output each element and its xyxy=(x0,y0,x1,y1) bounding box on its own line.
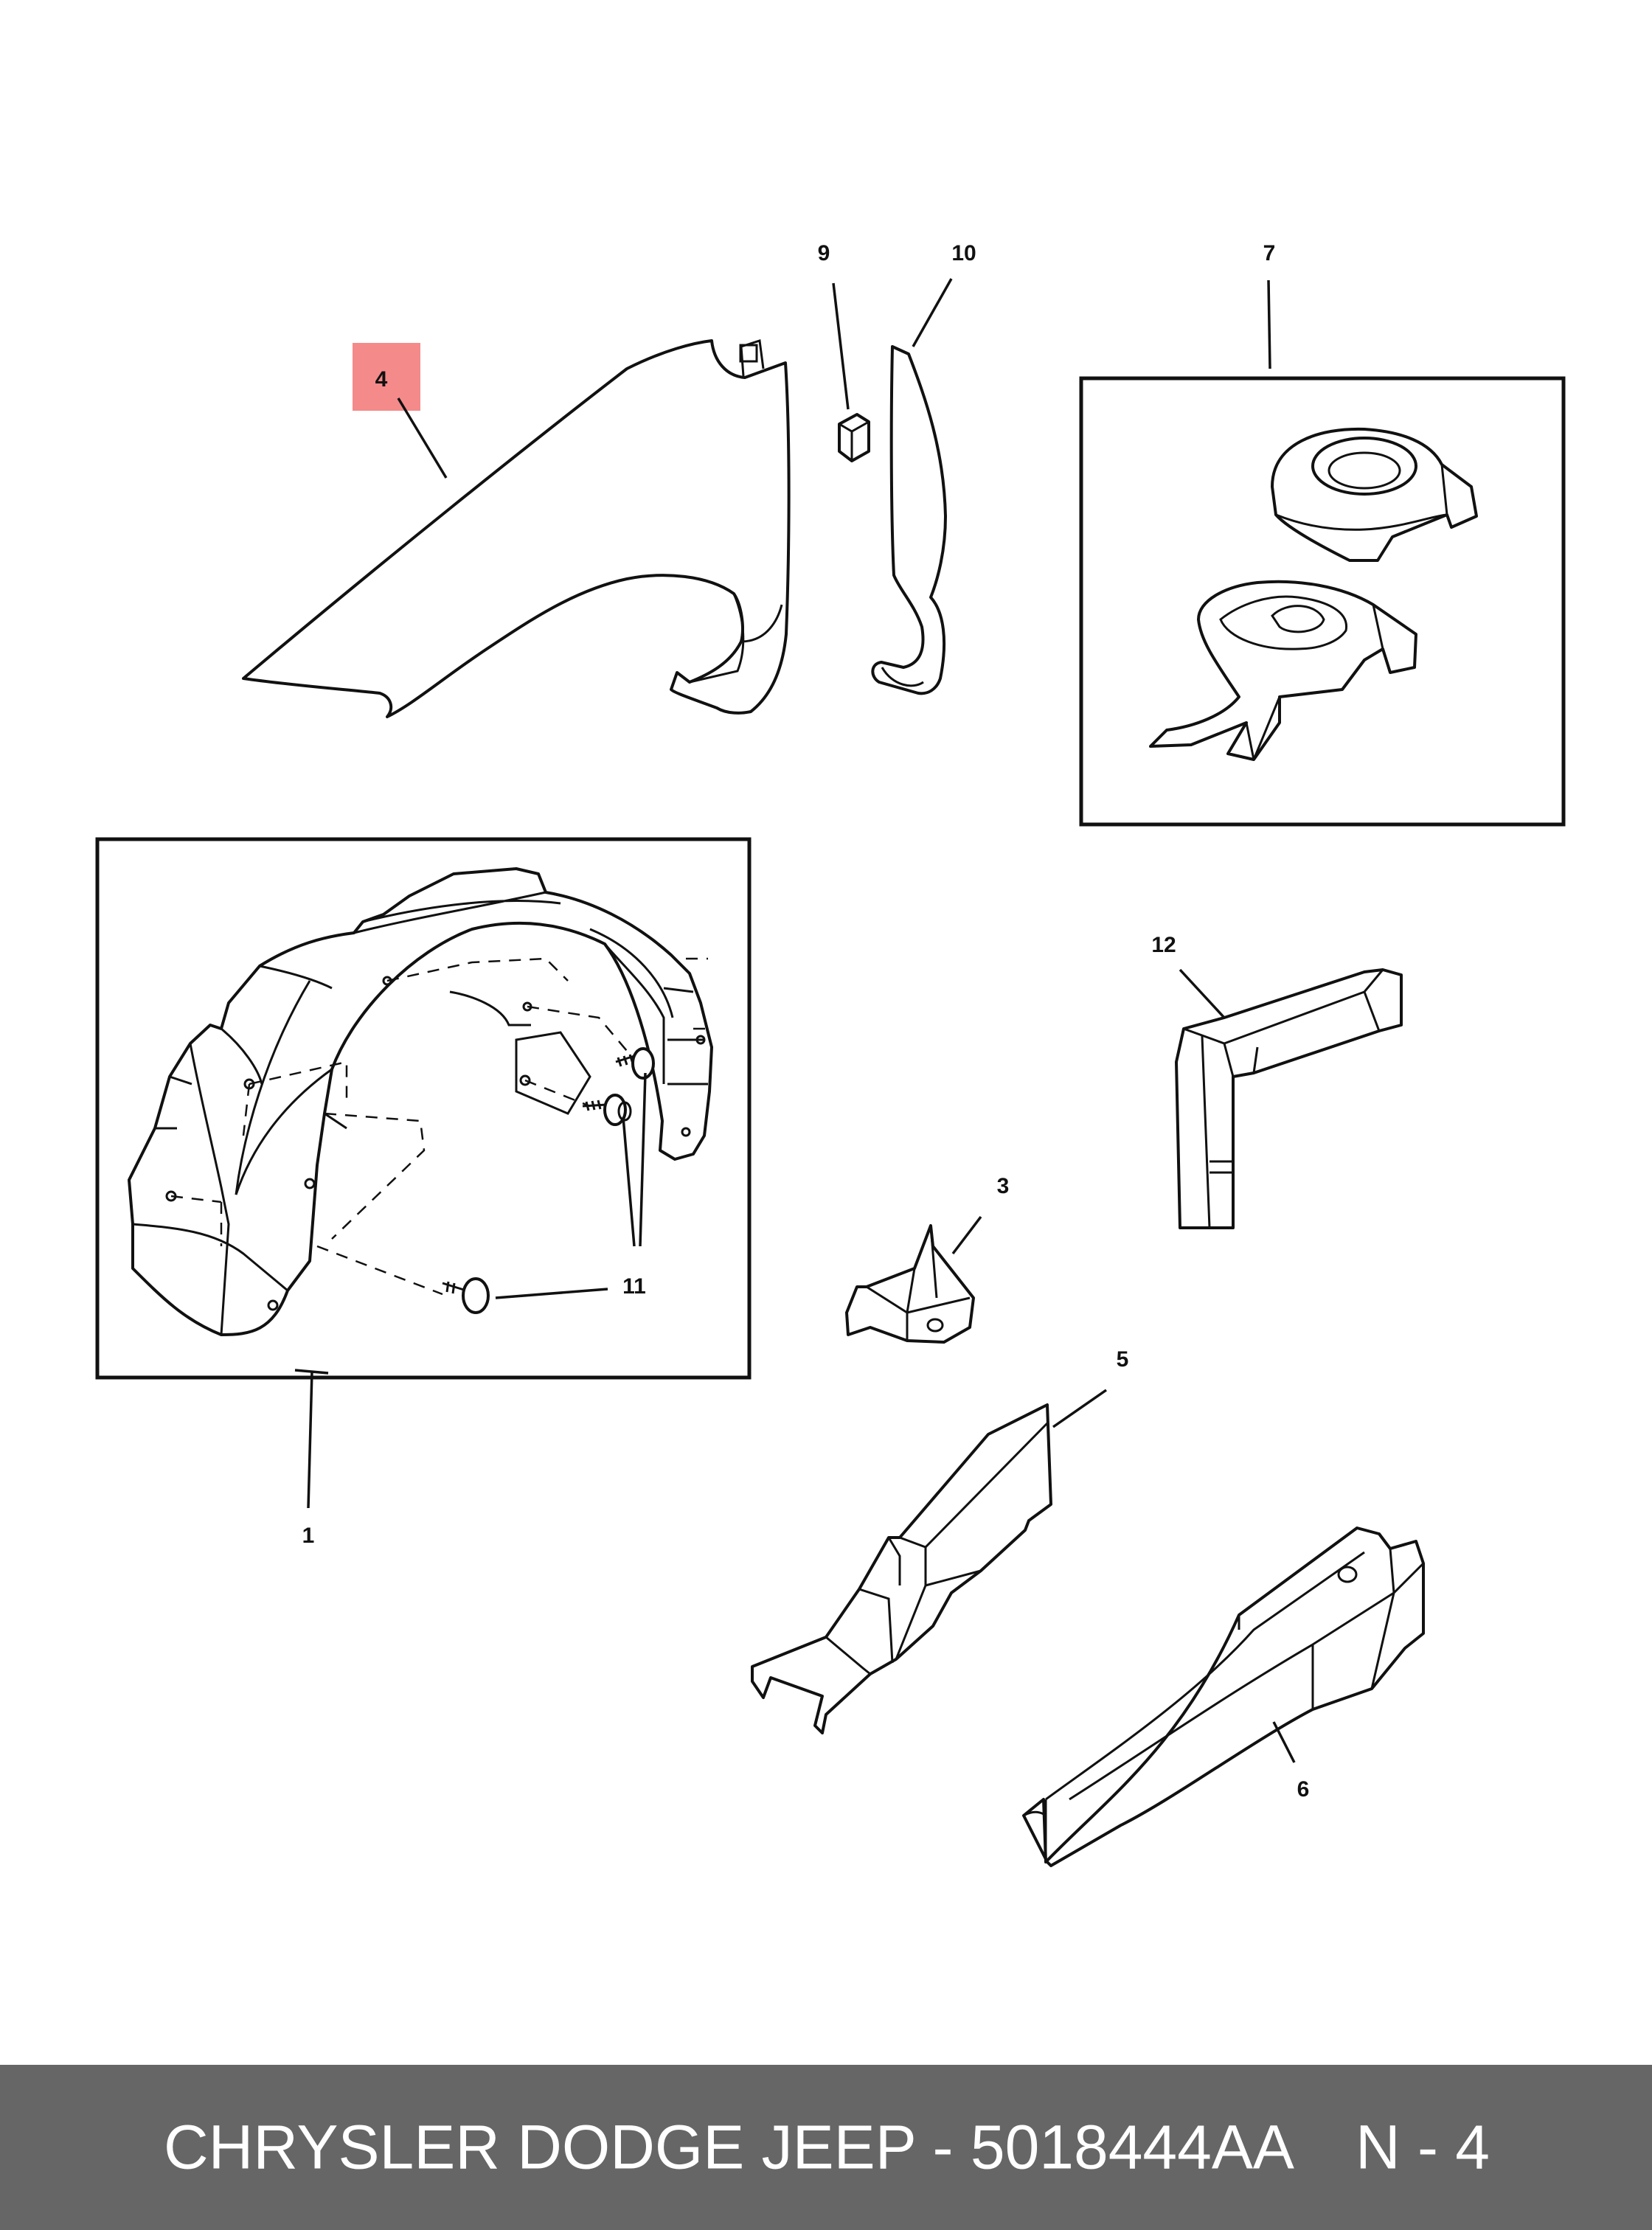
highlight-badge-part-4: 4 xyxy=(353,343,420,411)
callout-5: 5 xyxy=(1117,1347,1129,1372)
frame-part-7 xyxy=(1079,376,1566,827)
footer-title: CHRYSLER DODGE JEEP - 5018444AA xyxy=(164,2112,1294,2182)
push-pin-fastener-c xyxy=(442,1277,490,1314)
strut-cap-lower xyxy=(1149,580,1417,761)
callout-9: 9 xyxy=(818,241,830,265)
callout-10: 10 xyxy=(951,241,976,265)
leader-4 xyxy=(397,397,448,479)
callout-12: 12 xyxy=(1151,933,1176,957)
callout-highlight xyxy=(353,343,420,411)
leader-1-tick xyxy=(294,1369,329,1375)
leader-7 xyxy=(1267,279,1271,369)
leader-6 xyxy=(1272,1721,1296,1763)
strut-cap-upper xyxy=(1271,427,1478,562)
leader-12 xyxy=(1179,968,1226,1019)
callout-3: 3 xyxy=(997,1174,1010,1198)
rail-part-5 xyxy=(751,1403,1052,1734)
leader-11b xyxy=(639,1072,647,1247)
callout-6: 6 xyxy=(1297,1777,1310,1802)
clip-part-9 xyxy=(838,413,870,462)
callout-11: 11 xyxy=(622,1274,646,1299)
footer-page-number: N - 4 xyxy=(1356,2112,1490,2182)
bracket-part-3 xyxy=(845,1224,975,1344)
callout-1: 1 xyxy=(302,1524,315,1548)
leader-11c xyxy=(495,1288,608,1299)
leader-9 xyxy=(832,282,850,410)
leader-10 xyxy=(912,278,953,347)
liner-fastener-lines xyxy=(170,957,708,1296)
frame-part-1 xyxy=(95,837,752,1380)
callout-4: 4 xyxy=(375,367,388,392)
leader-5 xyxy=(1052,1389,1107,1428)
footer-bar: CHRYSLER DODGE JEEP - 5018444AA N - 4 xyxy=(0,2065,1652,2230)
wheelhouse-liner-part-1 xyxy=(128,867,713,1336)
parts-diagram: 4 9 10 7 xyxy=(95,241,1566,1867)
frame-rail-part-6 xyxy=(1022,1526,1425,1867)
seal-part-10 xyxy=(871,345,947,695)
callout-7: 7 xyxy=(1263,241,1276,265)
leader-3 xyxy=(951,1215,982,1255)
leader-1 xyxy=(307,1371,313,1509)
leader-11a xyxy=(622,1116,636,1247)
push-pin-fastener-a xyxy=(615,1047,655,1080)
fender-part-4 xyxy=(242,339,791,718)
bracket-part-12 xyxy=(1175,968,1403,1229)
